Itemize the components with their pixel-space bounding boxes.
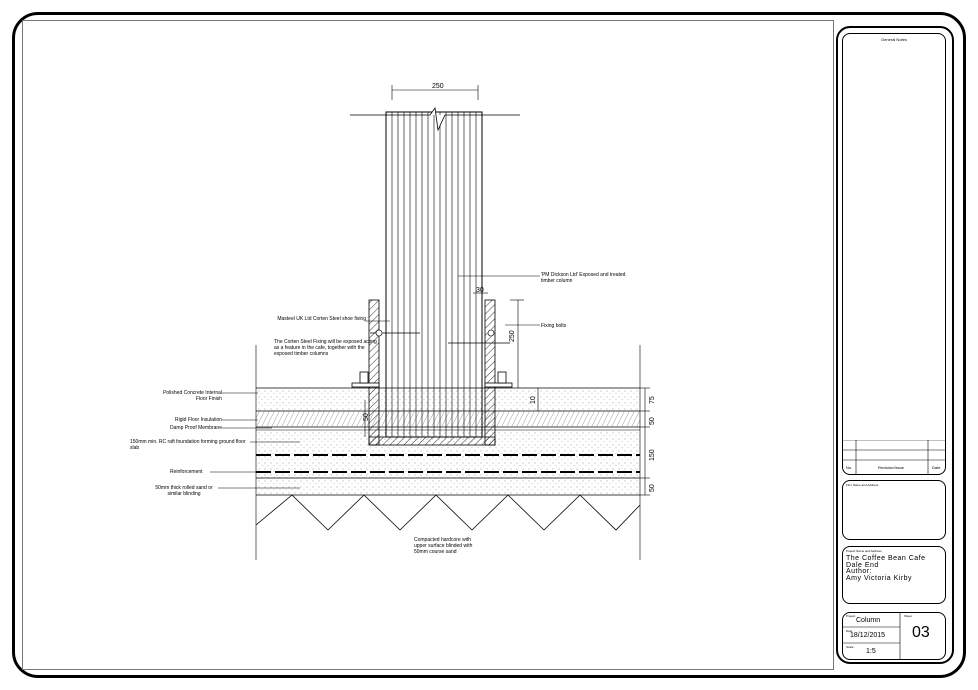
firm-label: Firm Name and Address	[846, 483, 879, 487]
revision-table	[842, 440, 946, 474]
dim-side-depth: 50	[363, 413, 370, 421]
label-reinforcement: Reinforcement	[170, 469, 203, 475]
title-block	[836, 26, 954, 664]
project-field-value: Column	[856, 617, 881, 624]
label-rigid-insulation: Rigid Floor Insulation	[175, 417, 222, 423]
project-field-label: Project	[846, 614, 856, 618]
label-hardcore: Compacted hardcore with upper surface bl…	[414, 537, 473, 555]
leader-lines	[210, 275, 540, 489]
project-line-4: Amy Victoria Kirby	[846, 574, 913, 582]
label-fixing-bolts: Fixing bolts	[541, 323, 567, 329]
label-sand: 50mm thick rolled sand or similar blindi…	[155, 485, 213, 497]
drawing-area-frame	[22, 20, 834, 670]
sheet-info-grid	[842, 612, 901, 660]
rev-date-header: Date	[932, 465, 941, 470]
dimension-texts: 250 30 250 10 50 75 50 150 50	[363, 83, 656, 492]
dim-column-width: 250	[432, 83, 444, 90]
label-steel-shoe: Masteel UK Ltd Corten Steel shoe fixing	[277, 316, 366, 322]
rev-issue-header: Revision/Issue	[878, 465, 905, 470]
firm-panel	[842, 480, 946, 540]
dimension-lines	[364, 85, 650, 496]
sheet-info-panel	[842, 612, 946, 660]
label-timber-column: 'PM Dickson Ltd' Exposed and treated tim…	[541, 272, 626, 284]
date-field-label: Date	[846, 629, 853, 633]
scale-field-label: Scale	[846, 645, 854, 649]
dim-slab: 50	[649, 417, 656, 425]
dim-base-gap: 10	[530, 396, 537, 404]
general-notes-panel	[842, 33, 946, 475]
dim-blinding: 50	[649, 484, 656, 492]
floor-layers	[255, 345, 641, 560]
scale-value: 1:5	[866, 648, 876, 655]
project-details: The Coffee Bean Cafe Dale End Author: Am…	[846, 555, 926, 582]
date-value: 18/12/2015	[850, 632, 886, 639]
sheet-number: 03	[912, 624, 930, 641]
label-raft: 150mm min. RC raft foundation forming gr…	[130, 439, 246, 451]
project-label: Project Name and Address	[846, 549, 882, 553]
timber-column	[350, 106, 520, 438]
label-dpm: Damp Proof Membrane	[170, 425, 222, 431]
dim-foundation: 150	[649, 449, 656, 461]
corten-steel-shoe	[351, 299, 513, 446]
dim-plate-offset: 30	[476, 287, 484, 294]
project-line-2: Dale End	[846, 561, 879, 569]
project-line-3: Author:	[846, 568, 873, 575]
sheet-field-label: Sheet	[904, 614, 912, 618]
rev-no-header: No.	[846, 465, 853, 470]
project-panel	[842, 546, 946, 604]
dim-shoe-height: 250	[509, 330, 516, 342]
label-corten-note: The Corten Steel Fixing will be exposed …	[274, 339, 377, 357]
drawing-sheet-border	[12, 12, 966, 678]
general-notes-title: General Notes	[881, 37, 907, 42]
label-polished-concrete: Polished Concrete Internal Floor Finish	[163, 390, 222, 402]
dim-finish: 75	[649, 396, 656, 404]
project-line-1: The Coffee Bean Cafe	[846, 555, 926, 562]
